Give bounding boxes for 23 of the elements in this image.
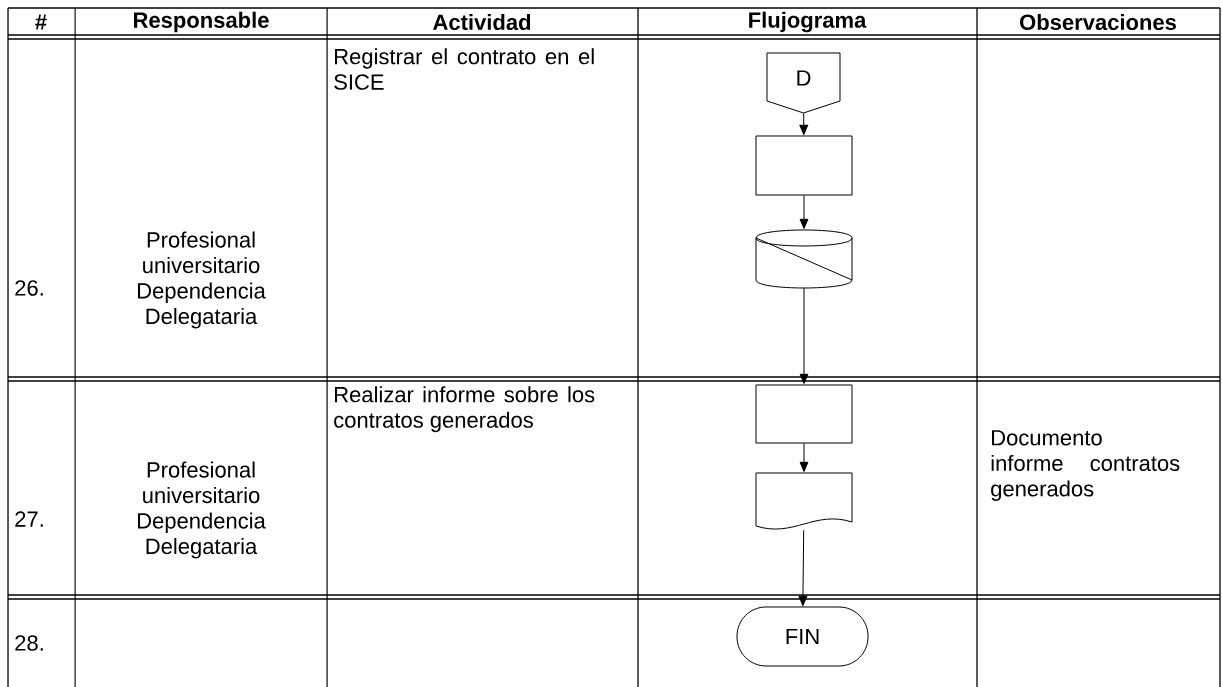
- database-cylinder: [755, 229, 853, 289]
- responsible-text: Profesional universitario Dependencia Delegataria: [138, 231, 266, 329]
- column-header: #: [35, 14, 47, 30]
- activity-text: Realizar informe sobre los contratos generados: [334, 386, 595, 433]
- offpage-connector: D: [766, 52, 841, 114]
- arrow: [799, 194, 809, 229]
- column-header: Actividad: [433, 13, 531, 31]
- column-header: Responsable: [134, 11, 269, 33]
- observation-text: Documento informe contratos generados: [991, 430, 1180, 501]
- arrow: [798, 529, 808, 606]
- arrow: [799, 287, 809, 384]
- process-box: [755, 135, 853, 196]
- responsible-text: Profesional universitario Dependencia Delegataria: [138, 461, 266, 559]
- row-number: 26.: [15, 280, 43, 296]
- arrow: [799, 112, 809, 135]
- arrow: [799, 442, 809, 472]
- column-header: Observaciones: [1020, 13, 1176, 31]
- column-header: Flujograma: [749, 11, 867, 33]
- row-number: 27.: [15, 511, 43, 527]
- process-box: [755, 384, 853, 444]
- activity-text: Registrar el contrato en el SICE: [334, 48, 594, 90]
- document-shape: [755, 472, 853, 530]
- row-number: 28.: [15, 635, 43, 651]
